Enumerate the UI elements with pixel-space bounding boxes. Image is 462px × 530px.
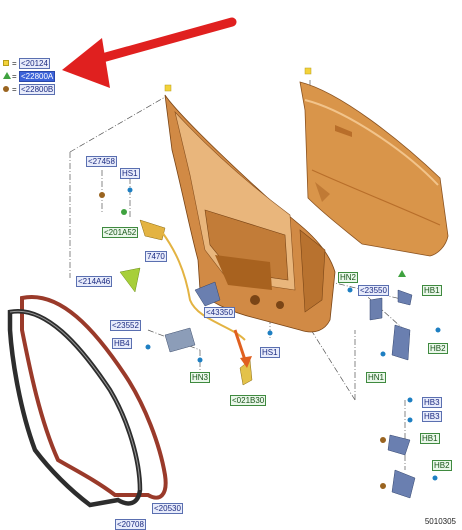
callout-201a52[interactable]: <201A52 <box>102 227 139 238</box>
callout-7470[interactable]: 7470 <box>145 251 167 262</box>
callout-hb3-b[interactable]: HB3 <box>422 411 442 422</box>
legend-equals: = <box>12 85 17 94</box>
legend-equals: = <box>12 59 17 68</box>
callout-hb3-a[interactable]: HB3 <box>422 397 442 408</box>
green-triangle-icon <box>3 72 11 79</box>
callout-hn3[interactable]: HN3 <box>190 372 211 383</box>
orange-pointer-arrow <box>233 329 252 368</box>
callout-27458[interactable]: <27458 <box>86 156 117 167</box>
callout-hb4[interactable]: HB4 <box>112 338 132 349</box>
legend-equals: = <box>12 72 17 81</box>
callout-hn2[interactable]: HN2 <box>338 272 359 283</box>
callout-43350[interactable]: <43350 <box>204 307 235 318</box>
legend-ref-link[interactable]: <22800B <box>19 84 56 95</box>
callout-hn1[interactable]: HN1 <box>366 372 387 383</box>
inner-door-frame <box>164 94 336 333</box>
callout-20530[interactable]: <20530 <box>152 503 183 514</box>
callout-23552[interactable]: <23552 <box>110 320 141 331</box>
red-pointer-arrow <box>62 17 237 88</box>
callout-hb2-low[interactable]: HB2 <box>432 460 452 471</box>
callout-hb1-top[interactable]: HB1 <box>422 285 442 296</box>
callout-20708[interactable]: <20708 <box>115 519 146 530</box>
callout-hs1-top[interactable]: HS1 <box>120 168 140 179</box>
callout-23550[interactable]: <23550 <box>358 285 389 296</box>
callout-hs1-mid[interactable]: HS1 <box>260 347 280 358</box>
outer-door-panel <box>299 81 449 257</box>
hardware-parts <box>99 67 441 499</box>
callout-hb2-top[interactable]: HB2 <box>428 343 448 354</box>
yellow-square-icon <box>3 60 9 66</box>
brown-dot-icon <box>3 86 9 92</box>
door-weatherstrips <box>7 294 168 508</box>
callout-hb1-low[interactable]: HB1 <box>420 433 440 444</box>
legend-ref-link[interactable]: <20124 <box>19 58 50 69</box>
figure-code: 5010305 <box>424 517 456 526</box>
legend-ref-link-selected[interactable]: <22800A <box>19 71 56 82</box>
callout-021b30[interactable]: <021B30 <box>230 395 267 406</box>
callout-214a46[interactable]: <214A46 <box>76 276 113 287</box>
